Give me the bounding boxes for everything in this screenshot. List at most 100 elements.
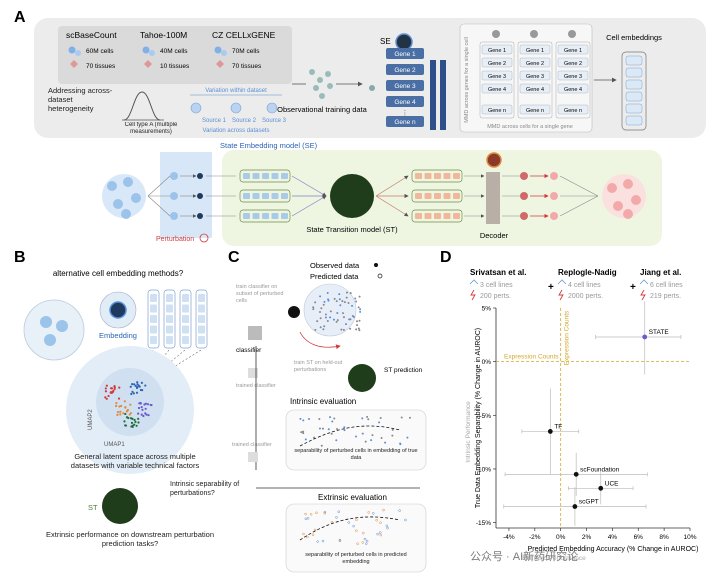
mmd-column-frame — [555, 41, 591, 119]
connector — [291, 175, 327, 197]
latent-point — [146, 403, 150, 406]
c-point — [340, 328, 343, 331]
x-tick-label: -2% — [529, 534, 541, 541]
dataset-name: Tahoe-100M — [140, 30, 187, 40]
extrinsic-point — [372, 512, 375, 515]
intrinsic-point — [366, 415, 369, 418]
cell-icon — [68, 46, 76, 54]
intrinsic-point — [361, 417, 364, 420]
latent-point — [131, 390, 134, 393]
latent-point — [109, 391, 112, 394]
scatter-chart: 5%0%-5%-10%-15%-4%-2%0%2%4%6%8%10%Predic… — [475, 301, 698, 553]
extrinsic-scatter — [299, 508, 407, 545]
embedding-unit — [166, 294, 173, 302]
classifier-pie-icon — [288, 306, 300, 318]
input-cell — [170, 192, 178, 200]
embedding-unit — [182, 325, 189, 334]
latent-point — [131, 425, 134, 428]
c-scatter — [299, 283, 362, 350]
x-tick-label: 8% — [659, 534, 669, 541]
embedding-vector — [147, 289, 160, 349]
dataset-name: CZ CELLxGENE — [212, 30, 276, 40]
latent-point — [119, 413, 122, 416]
output-unit — [453, 173, 460, 179]
output-unit — [424, 193, 432, 199]
output-unit — [443, 193, 451, 199]
output-embeddings — [375, 169, 485, 223]
embedding-unit — [252, 173, 260, 179]
train-st-box: train ST on held-out perturbations — [294, 360, 342, 373]
c-point — [314, 301, 317, 304]
extrinsic-point — [335, 516, 338, 519]
latent-point — [124, 424, 128, 427]
connector — [559, 175, 599, 197]
gene-box — [386, 80, 424, 91]
variation-across-label: Variation across datasets — [203, 128, 270, 134]
perturbation-label: Perturbation — [156, 236, 194, 243]
predicted-label: Predicted data — [310, 272, 359, 281]
mmd-column-frame — [517, 41, 553, 119]
decoder-icon — [486, 152, 502, 168]
latent-point — [140, 413, 143, 416]
embedding-vector — [239, 189, 291, 203]
extrinsic-point — [338, 539, 342, 542]
extrinsic-eval-label: Extrinsic evaluation — [318, 493, 387, 502]
latent-point — [104, 390, 108, 393]
c-point — [355, 320, 358, 323]
connector — [375, 175, 409, 197]
datasets-group: scBaseCount 60M cells 70 tissues Tahoe-1… — [58, 26, 292, 84]
x-tick-label: 6% — [634, 534, 644, 541]
heterogeneity-label-box: Addressing across-dataset heterogeneity — [48, 86, 112, 113]
mmd-gene-box — [557, 83, 589, 94]
cell-icon — [149, 50, 155, 56]
c-point — [324, 316, 327, 319]
data-point — [642, 334, 648, 340]
mmd-horizontal-label: MMD across cells for a single gene — [487, 124, 573, 130]
latent-point — [144, 384, 147, 387]
x-tick-label: 2% — [582, 534, 592, 541]
sep-true-box: separability of perturbed cells in embed… — [294, 448, 417, 461]
source-cell — [230, 102, 242, 114]
latent-point — [133, 423, 136, 426]
se-cell-icon — [395, 33, 413, 51]
extrinsic-point — [356, 542, 359, 545]
output-unit — [443, 213, 451, 219]
intrinsic-point — [327, 428, 330, 431]
mmd-gene-label: Gene n — [526, 108, 544, 114]
intrinsic-point — [329, 416, 332, 419]
obs-cell — [325, 71, 331, 77]
c-point — [335, 320, 338, 323]
embedding-unit — [271, 173, 279, 179]
output-cell — [550, 172, 558, 180]
intrinsic-point — [335, 439, 338, 442]
embedding-unit — [198, 325, 205, 334]
heterogeneity-group: Addressing across-dataset heterogeneity … — [48, 86, 287, 135]
mmd-gene-label: Gene 1 — [526, 48, 544, 54]
extrinsic-box: Extrinsic performance on downstream pert… — [46, 530, 214, 548]
intrinsic-point — [378, 421, 381, 424]
latent-point — [107, 394, 110, 398]
data-point-label: STATE — [649, 329, 670, 336]
embedding-unit — [281, 193, 288, 199]
intrinsic-point — [320, 444, 323, 447]
se-encoder-bar — [430, 60, 436, 130]
data-point-label: scGPT — [579, 499, 599, 506]
group-perts: 219 perts. — [650, 293, 681, 300]
latent-point — [130, 392, 133, 396]
extrinsic-point — [302, 532, 305, 536]
output-cell — [550, 192, 558, 200]
cell-icon — [75, 50, 81, 56]
latent-point — [141, 408, 144, 411]
latent-point — [129, 403, 132, 406]
embedding-vector — [179, 289, 192, 349]
pipeline-row: State Embedding model (SE) Perturbation … — [102, 141, 662, 246]
umap1-label: UMAP1 — [104, 442, 125, 448]
intrinsic-point — [406, 436, 409, 439]
mmd-gene-label: Gene 3 — [488, 74, 506, 80]
latent-point — [123, 400, 126, 403]
se-label: SE — [380, 37, 391, 46]
intrinsic-point — [321, 427, 324, 430]
dataset-tissues: 70 tissues — [86, 63, 116, 70]
embedding-vector — [195, 289, 208, 349]
output-unit — [415, 213, 422, 219]
